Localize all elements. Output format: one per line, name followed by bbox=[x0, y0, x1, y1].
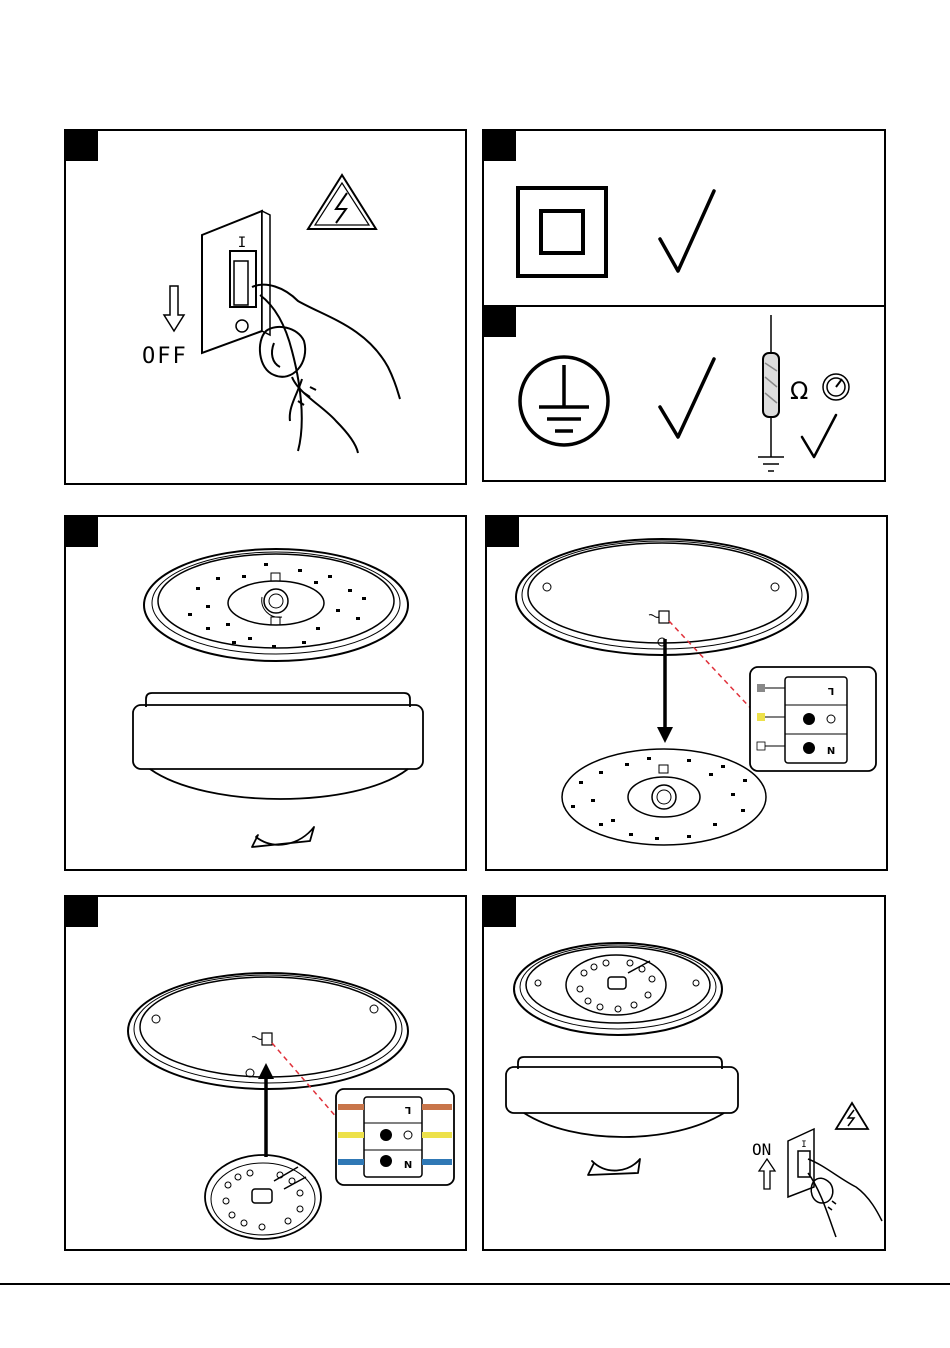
ceiling-base bbox=[516, 539, 808, 655]
step-panel-power-on: I ON bbox=[482, 895, 886, 1251]
led-module bbox=[205, 1155, 321, 1239]
diffuser-cover bbox=[133, 693, 423, 799]
on-label: ON bbox=[752, 1140, 771, 1159]
wall-switch: I bbox=[202, 211, 270, 353]
switch-on-mark: I bbox=[238, 235, 246, 251]
terminal-block-inset: L N bbox=[750, 667, 876, 771]
arrow-up-icon bbox=[759, 1159, 775, 1189]
terminal-block-inset: L N bbox=[336, 1089, 454, 1185]
wall-switch: I bbox=[788, 1129, 814, 1197]
ceiling-base-with-led bbox=[144, 549, 408, 661]
terminal-l-label: L bbox=[404, 1104, 411, 1115]
red-dashed-connector bbox=[669, 621, 757, 715]
switch-on-mark: I bbox=[801, 1140, 806, 1150]
connect-terminal-illustration: L N bbox=[66, 897, 467, 1251]
electric-hazard-icon bbox=[308, 175, 376, 229]
electric-hazard-icon bbox=[836, 1103, 868, 1129]
ohm-symbol: Ω bbox=[790, 377, 808, 405]
power-on-illustration: I ON bbox=[484, 897, 886, 1251]
power-off-illustration: I OFF bbox=[66, 131, 467, 485]
led-board bbox=[562, 749, 766, 845]
step-panel-connect-terminal: L N bbox=[64, 895, 467, 1251]
step-panel-remove-diffuser bbox=[64, 515, 467, 871]
step-panel-earth: Ω bbox=[482, 305, 886, 482]
terminal-n-label: N bbox=[404, 1158, 412, 1169]
step-panel-class-ii bbox=[482, 129, 886, 307]
rotate-arrow-icon bbox=[252, 827, 314, 847]
rotate-arrow-icon bbox=[588, 1159, 640, 1175]
diffuser-cover bbox=[506, 1057, 738, 1137]
step-panel-disconnect-terminal: L N bbox=[485, 515, 888, 871]
checkmark-icon bbox=[802, 415, 836, 457]
arrow-down-icon bbox=[164, 286, 184, 331]
footer-rule bbox=[0, 1283, 950, 1285]
off-label: OFF bbox=[142, 344, 188, 369]
resistor-icon bbox=[758, 315, 784, 471]
led-dots bbox=[188, 563, 366, 648]
terminal-l-label: L bbox=[827, 685, 834, 696]
remove-diffuser-illustration bbox=[66, 517, 467, 871]
arrow-up-icon bbox=[258, 1063, 274, 1157]
meter-gauge-icon bbox=[823, 374, 849, 400]
double-insulation-icon bbox=[518, 188, 606, 276]
step-panel-power-off: I OFF bbox=[64, 129, 467, 485]
disconnect-terminal-illustration: L N bbox=[487, 517, 888, 871]
checkmark-icon bbox=[660, 359, 714, 437]
ceiling-base-with-module bbox=[514, 943, 722, 1035]
hand-icon bbox=[252, 285, 400, 453]
terminal-n-label: N bbox=[827, 744, 835, 755]
earth-illustration: Ω bbox=[484, 307, 886, 482]
checkmark-icon bbox=[660, 191, 714, 271]
earth-ground-icon bbox=[520, 357, 608, 445]
hand-icon bbox=[808, 1159, 882, 1237]
class-ii-illustration bbox=[484, 131, 886, 307]
